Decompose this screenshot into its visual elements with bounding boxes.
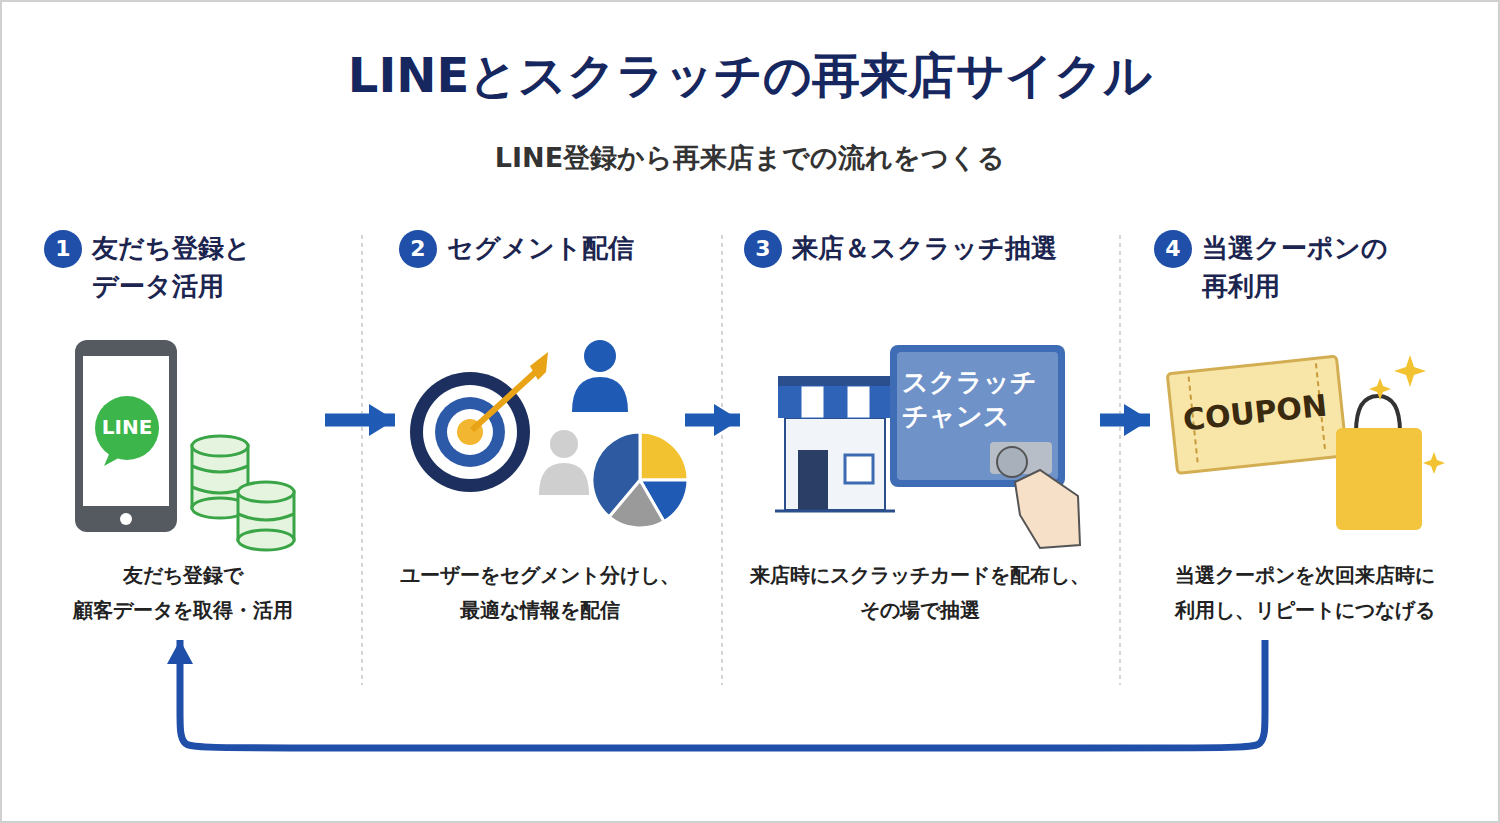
callout-number: 2 [399, 230, 437, 268]
callout-number: 3 [744, 230, 782, 268]
awning-stripe [801, 386, 824, 418]
sparkle [1394, 355, 1426, 387]
bag [1336, 428, 1422, 530]
coin-top [192, 436, 248, 456]
subtitle: LINE登録から再来店までの流れをつくる [0, 140, 1500, 175]
scratch-card [890, 345, 1080, 548]
separator [361, 235, 363, 685]
store-base [775, 510, 895, 513]
sparkle [1369, 378, 1391, 400]
store-door [798, 450, 828, 510]
line-bubble [95, 396, 159, 460]
dart [472, 368, 540, 430]
store-wall [785, 418, 885, 510]
title: LINEとスクラッチの再来店サイクル [0, 44, 1500, 108]
flow-arrow [325, 414, 395, 427]
awning-stripe [824, 386, 847, 418]
awning-stripe [870, 386, 892, 418]
step-description: ユーザーをセグメント分けし、 最適な情報を配信 [399, 558, 681, 628]
sparkles [1369, 355, 1445, 474]
person-body [572, 377, 628, 412]
person-body [539, 463, 589, 495]
phone-screen [83, 356, 169, 506]
step-heading: 1 友だち登録と データ活用 [44, 230, 321, 305]
callout-number: 1 [44, 230, 82, 268]
step-heading: 3 来店＆スクラッチ抽選 [744, 230, 1096, 268]
step-heading: 2 セグメント配信 [399, 230, 681, 268]
coin-top [238, 482, 294, 502]
store-roof [778, 376, 892, 386]
step-title: 当選クーポンの 再利用 [1202, 230, 1417, 305]
callout-number: 4 [1154, 230, 1192, 268]
ticket [1167, 356, 1347, 473]
bag-handle [1356, 396, 1400, 432]
hand [1015, 470, 1080, 548]
step-box: 4 当選クーポンの 再利用当選クーポンを次回来店時に 利用し、リピートにつなげる [1150, 230, 1460, 640]
card-text: スクラッチ チャンス [902, 366, 1052, 434]
logo-text: LINE [97, 414, 157, 440]
card-face [897, 352, 1058, 480]
separator [1119, 235, 1121, 685]
step-description: 当選クーポンを次回来店時に 利用し、リピートにつなげる [1154, 558, 1456, 628]
target-icon [410, 352, 548, 492]
sparkle [1423, 452, 1445, 474]
step-heading: 4 当選クーポンの 再利用 [1154, 230, 1456, 305]
step-title: セグメント配信 [447, 230, 634, 268]
store-icon [775, 376, 895, 511]
pie-slice [640, 432, 688, 480]
step-box: 3 来店＆スクラッチ抽選来店時にスクラッチカードを配布し、 その場で抽選 [740, 230, 1100, 640]
phone-button [120, 513, 132, 525]
step-title: 来店＆スクラッチ抽選 [792, 230, 1057, 268]
separator [721, 235, 723, 685]
shopping-bag [1336, 396, 1422, 530]
pie-slice [592, 432, 640, 517]
pie-chart [592, 432, 688, 528]
card-frame [890, 345, 1065, 487]
store-window [845, 455, 873, 483]
flow-arrow [685, 414, 740, 427]
step-description: 友だち登録で 顧客データを取得・活用 [44, 558, 321, 628]
awning-stripe [847, 386, 870, 418]
coupon-ticket [1167, 356, 1347, 473]
coin-stacks [192, 436, 294, 550]
person-head [584, 340, 616, 372]
step-box: 1 友だち登録と データ活用友だち登録で 顧客データを取得・活用 [40, 230, 325, 640]
step-box: 2 セグメント配信ユーザーをセグメント分けし、 最適な情報を配信 [395, 230, 685, 640]
separators [362, 235, 1120, 685]
flow-arrow [1100, 414, 1150, 427]
coin-lines [238, 514, 294, 520]
coin [997, 447, 1027, 477]
step-title: 友だち登録と データ活用 [92, 230, 302, 305]
phone-icon [75, 340, 177, 532]
phone-body [75, 340, 177, 532]
dart-fletch [530, 352, 548, 380]
step-description: 来店時にスクラッチカードを配布し、 その場で抽選 [744, 558, 1096, 628]
awning-stripe [778, 386, 801, 418]
person-head [550, 430, 578, 458]
return-loop-arrow [180, 640, 1265, 748]
coin-bottom [238, 530, 294, 550]
